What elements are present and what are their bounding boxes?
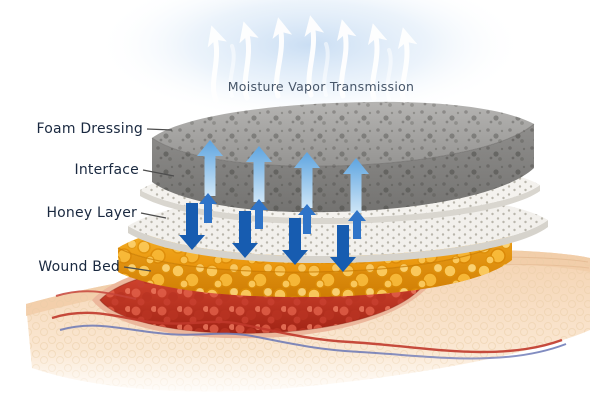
vapor-transmission-title: Moisture Vapor Transmission <box>227 79 415 94</box>
moisture-up-arrow <box>246 146 272 202</box>
interface-up-arrow <box>250 199 268 229</box>
label-wound-bed: Wound Bed <box>38 259 120 275</box>
vapor-streak <box>322 42 330 97</box>
label-leader-line <box>140 212 167 219</box>
interface-up-arrows <box>199 193 366 239</box>
moisture-up-arrow <box>294 152 320 208</box>
honey-down-arrow <box>282 218 308 265</box>
blood-vessel-red-branch <box>55 290 137 300</box>
label-leader-lines <box>123 128 175 272</box>
honey-front-bubbles <box>118 237 512 298</box>
label-leader-line <box>123 266 152 272</box>
honey-down-arrows <box>179 203 356 272</box>
vapor-arrows <box>207 15 418 103</box>
moisture-up-arrow <box>197 140 223 196</box>
foam-dressing-layer <box>151 101 535 213</box>
label-honey-layer: Honey Layer <box>46 205 137 221</box>
moisture-up-arrows <box>197 140 369 213</box>
vapor-streak <box>228 44 236 98</box>
vapor-arrow <box>397 27 418 103</box>
interface-up-arrow <box>298 204 316 234</box>
honey-down-arrow <box>179 203 205 250</box>
vapor-arrow <box>367 23 388 101</box>
vapor-arrow <box>207 25 227 103</box>
label-leader-line <box>142 169 175 177</box>
foam-edge-line <box>151 123 535 167</box>
honey-down-arrow <box>330 225 356 272</box>
moisture-up-arrow <box>343 158 369 213</box>
honey-down-arrow <box>232 211 258 258</box>
vapor-arrow <box>272 17 293 99</box>
bottom-fade <box>0 352 600 400</box>
honey-edge-line <box>117 236 513 273</box>
foam-front-pores <box>152 124 534 213</box>
vapor-arrow <box>239 21 259 101</box>
label-leader-line <box>146 128 173 131</box>
label-interface: Interface <box>74 162 139 178</box>
label-foam-dressing: Foam Dressing <box>36 121 143 137</box>
interface-up-arrow <box>199 193 217 223</box>
foam-top-pores <box>152 101 534 167</box>
interface-up-arrow <box>348 210 366 239</box>
vapor-streak <box>385 48 393 101</box>
interface-sheet-lower-edge <box>128 220 548 264</box>
vapor-arrow <box>336 19 357 99</box>
blood-vessel-red <box>51 311 563 354</box>
vapor-arrow <box>304 15 325 98</box>
